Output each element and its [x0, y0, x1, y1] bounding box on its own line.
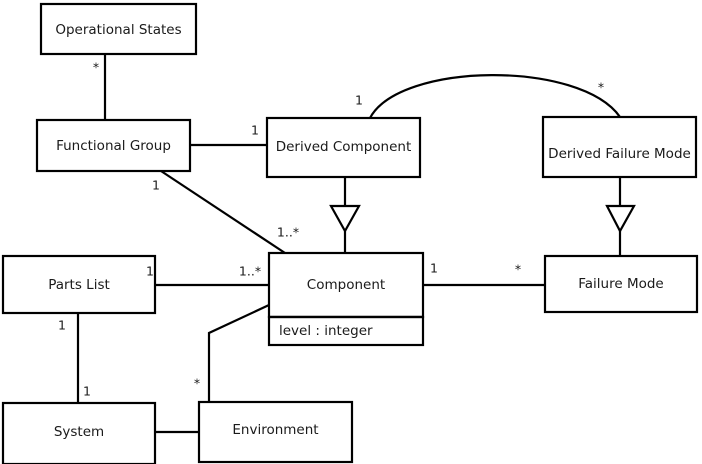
multiplicity-derived-failure-mode-curve-star: *: [598, 80, 604, 95]
class-rect-system: [1, 401, 157, 464]
association-component-environment: [207, 304, 270, 402]
class-rect-environment: [197, 400, 354, 464]
class-box-derived-component[interactable]: Derived Component: [265, 116, 422, 179]
class-rect-failure-mode: [543, 254, 699, 314]
multiplicity-operational-states-star: *: [93, 60, 99, 75]
generalization-triangle-derived-failure-mode: [605, 204, 636, 234]
class-label-derived-component: Derived Component: [276, 139, 412, 155]
class-box-derived-failure-mode[interactable]: Derived Failure Mode: [541, 115, 698, 179]
class-rect-parts-list: [1, 254, 157, 315]
multiplicity-parts-list-component-one: 1: [146, 264, 154, 279]
class-box-environment[interactable]: Environment: [197, 400, 354, 464]
multiplicity-functional-group-component-one: 1: [152, 178, 160, 193]
multiplicity-functional-group-derived-component: 1: [251, 123, 259, 138]
class-rect-component-name: [267, 251, 425, 319]
multiplicity-component-failure-mode-one: 1: [430, 261, 438, 276]
multiplicity-derived-component-curve-one: 1: [355, 93, 363, 108]
class-label-functional-group: Functional Group: [56, 138, 171, 154]
class-box-failure-mode[interactable]: Failure Mode: [543, 254, 699, 314]
class-label-failure-mode: Failure Mode: [578, 276, 664, 292]
class-rect-functional-group: [35, 118, 192, 173]
multiplicity-functional-group-component-many: 1..*: [277, 225, 299, 240]
class-label-environment: Environment: [232, 422, 318, 438]
class-box-parts-list[interactable]: Parts List: [1, 254, 157, 315]
association-functional-group-component: [160, 170, 286, 254]
class-attribute-component-level: level : integer: [279, 323, 373, 339]
multiplicity-parts-list-system-bottom: 1: [83, 384, 91, 399]
class-label-derived-failure-mode: Derived Failure Mode: [548, 146, 691, 162]
generalization-triangle-derived-component: [329, 204, 361, 234]
class-label-parts-list: Parts List: [48, 277, 110, 293]
class-label-operational-states: Operational States: [55, 22, 181, 38]
class-label-component: Component: [307, 277, 385, 293]
class-box-system[interactable]: System: [1, 401, 157, 464]
multiplicity-environment-star: *: [194, 376, 200, 391]
class-rect-derived-failure-mode: [541, 115, 698, 179]
class-label-system: System: [54, 424, 104, 440]
class-rect-derived-component: [265, 116, 422, 179]
class-box-functional-group[interactable]: Functional Group: [35, 118, 192, 173]
multiplicity-parts-list-system-top: 1: [58, 318, 66, 333]
class-box-operational-states[interactable]: Operational States: [39, 2, 198, 56]
class-box-component[interactable]: Component level : integer: [267, 251, 425, 347]
class-rect-operational-states: [39, 2, 198, 56]
multiplicity-failure-mode-star: *: [515, 262, 521, 277]
multiplicity-parts-list-component-many: 1..*: [239, 264, 261, 279]
association-derived-component-derived-failure-mode: [369, 74, 621, 119]
